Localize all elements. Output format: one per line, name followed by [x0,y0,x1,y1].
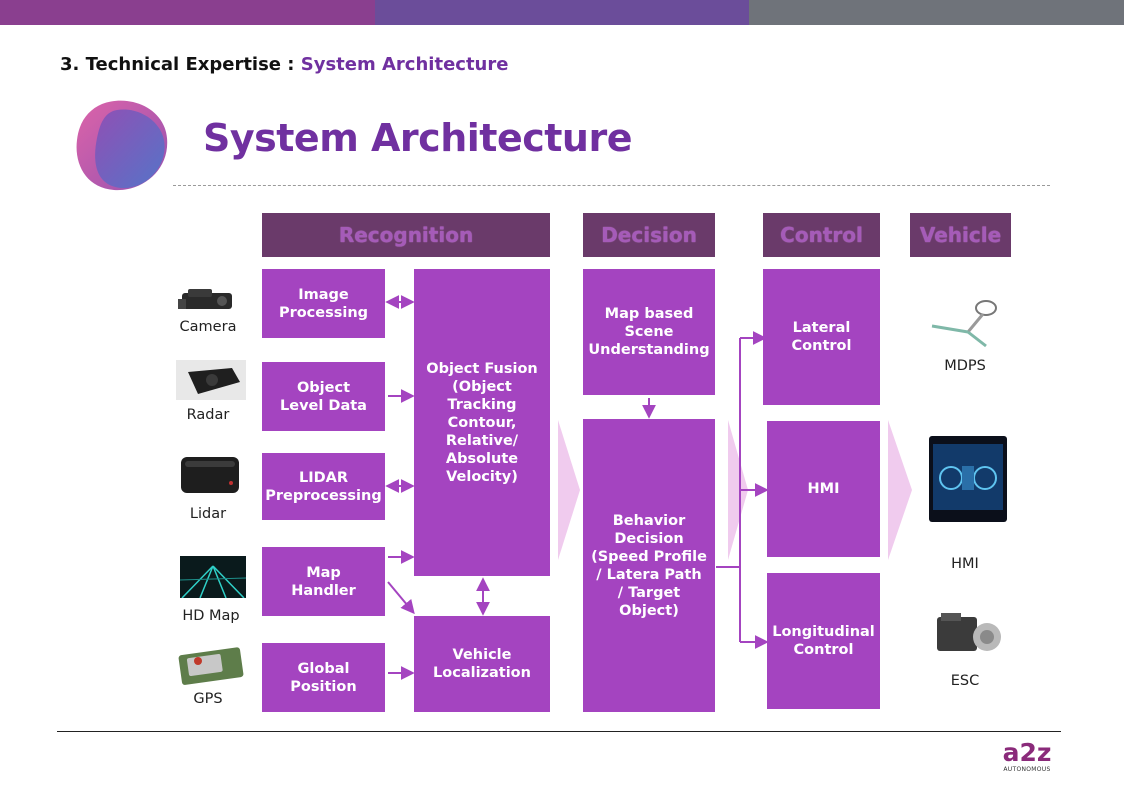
header-decision: Decision [583,213,715,257]
page-title: System Architecture [203,116,632,160]
top-color-bar [0,0,1124,25]
output-label-mdps: MDPS [944,358,986,374]
header-control: Control [763,213,880,257]
stage-chevron-1 [558,420,580,560]
camera-icon [178,289,232,309]
block-lidar-preprocessing: LIDAR Preprocessing [262,453,385,520]
lidar-icon [181,457,239,493]
sensor-label-lidar: Lidar [189,506,227,522]
block-object-level-data: Object Level Data [262,362,385,431]
breadcrumb: 3. Technical Expertise : System Architec… [60,54,508,75]
logo-mark: a2z [1002,738,1052,767]
stage-chevron-2 [728,420,748,560]
block-behavior-decision: Behavior Decision (Speed Profile / Later… [583,419,715,712]
header-vehicle: Vehicle [910,213,1011,257]
block-longitudinal-control: Longitudinal Control [767,573,880,709]
decorative-blob-icon [76,100,168,191]
block-image-processing: Image Processing [262,269,385,338]
title-divider [173,185,1050,186]
block-vehicle-localization: Vehicle Localization [414,616,550,712]
block-map-scene-understanding: Map based Scene Understanding [583,269,715,395]
company-logo: a2z AUTONOMOUS [1002,738,1052,774]
logo-subtitle: AUTONOMOUS [1003,766,1051,773]
arrow-map-handler-localization [387,581,415,615]
steering-mdps-icon [931,300,997,348]
header-recognition: Recognition [262,213,550,257]
radar-icon [176,360,246,400]
top-bar-segment-magenta [0,0,375,25]
block-lateral-control: Lateral Control [763,269,880,405]
sensor-label-hd-map: HD Map [182,608,240,624]
output-label-esc: ESC [950,673,980,689]
hmi-display-icon [929,436,1007,522]
output-label-hmi: HMI [951,556,979,572]
breadcrumb-current: System Architecture [300,54,509,75]
top-bar-segment-violet [374,0,750,25]
sensor-label-gps: GPS [193,691,223,707]
hd-map-icon [180,556,246,598]
block-hmi: HMI [767,421,880,557]
sensor-label-camera: Camera [179,319,237,335]
block-object-fusion: Object Fusion (Object Tracking Contour, … [414,269,550,576]
breadcrumb-prefix: 3. Technical Expertise : [60,54,301,75]
top-bar-segment-gray [749,0,1124,25]
stage-chevron-3 [888,420,912,560]
sensor-label-radar: Radar [186,407,230,423]
block-map-handler: Map Handler [262,547,385,616]
block-global-position: Global Position [262,643,385,712]
esc-module-icon [937,613,1001,651]
footer-divider [57,731,1061,732]
gps-icon [178,647,244,685]
